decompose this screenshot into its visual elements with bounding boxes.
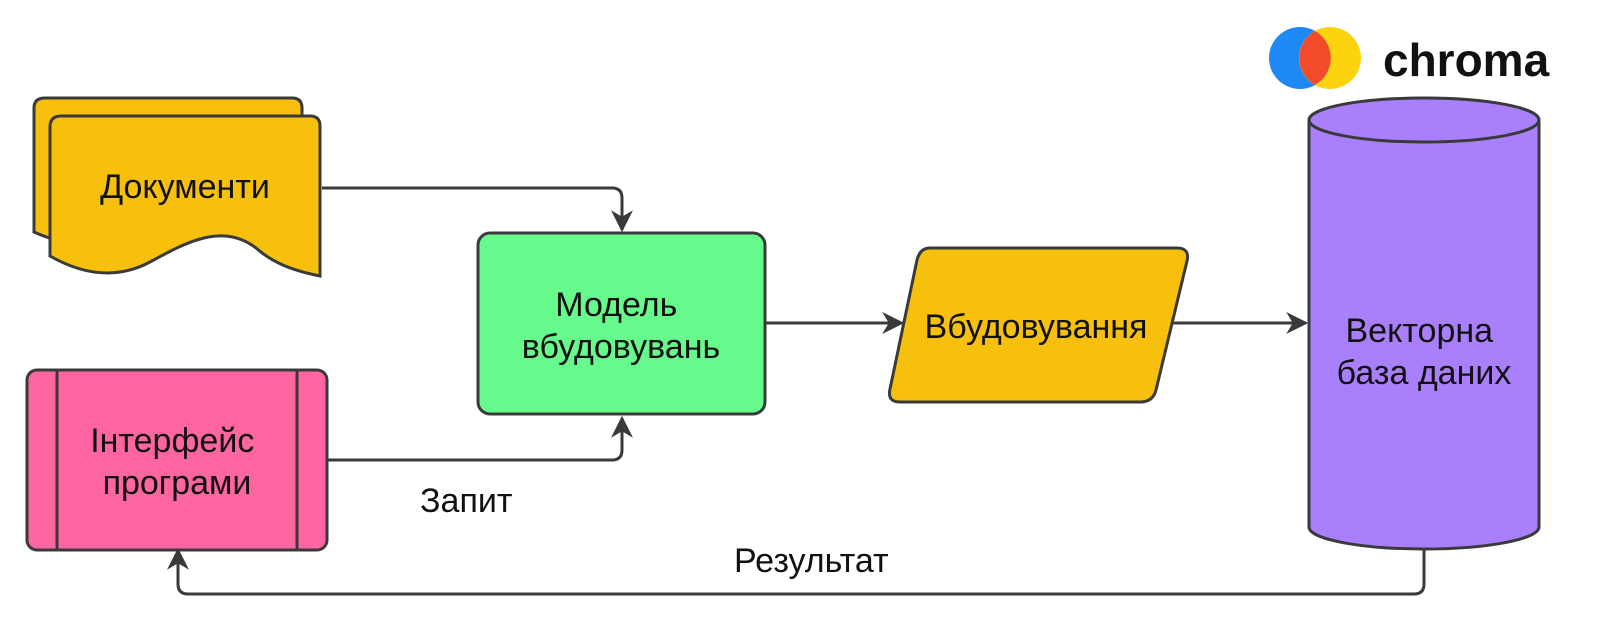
embeddings-parallelogram bbox=[888, 246, 1189, 404]
vector-db-cylinder-body bbox=[1307, 118, 1541, 551]
vector-db-label-line-2: база даних bbox=[1337, 354, 1512, 392]
embedding-model-label-line-1: Модель bbox=[555, 286, 677, 324]
documents-front-sheet bbox=[48, 114, 322, 278]
documents-label: Документи bbox=[100, 168, 270, 206]
edge-documents-to-model bbox=[322, 186, 633, 233]
embeddings-label: Вбудовування bbox=[925, 308, 1148, 346]
vector-db-cylinder-top bbox=[1307, 96, 1541, 144]
edge-interface-to-model bbox=[327, 415, 633, 462]
app-interface-label-line-1: Інтерфейс bbox=[90, 422, 254, 460]
chroma-logo: chroma bbox=[1269, 27, 1550, 89]
app-interface-box bbox=[25, 368, 329, 552]
vector-db-label-line-1: Векторна bbox=[1346, 312, 1494, 350]
node-embedding-model: Модель вбудовувань bbox=[476, 231, 767, 416]
vector-db-label: Векторна база даних bbox=[1337, 312, 1512, 392]
node-app-interface: Інтерфейс програми bbox=[25, 368, 329, 552]
app-interface-label-line-2: програми bbox=[103, 464, 252, 502]
edge-label-query: Запит bbox=[420, 482, 512, 520]
chroma-logo-icon bbox=[1269, 27, 1361, 89]
node-documents: Документи bbox=[32, 96, 322, 278]
edge-db-to-interface bbox=[167, 547, 1426, 596]
edges bbox=[167, 186, 1426, 596]
embedding-model-label-line-2: вбудовувань bbox=[522, 328, 720, 366]
app-interface-label: Інтерфейс програми bbox=[90, 422, 264, 502]
chroma-wordmark: chroma bbox=[1383, 34, 1550, 86]
node-vector-db: Векторна база даних bbox=[1307, 96, 1541, 551]
edge-label-result: Результат bbox=[734, 542, 889, 580]
embedding-model-box bbox=[476, 231, 767, 416]
node-embeddings: Вбудовування bbox=[888, 246, 1189, 404]
logo-overlap-red bbox=[1299, 31, 1331, 85]
embedding-model-label: Модель вбудовувань bbox=[522, 286, 720, 366]
